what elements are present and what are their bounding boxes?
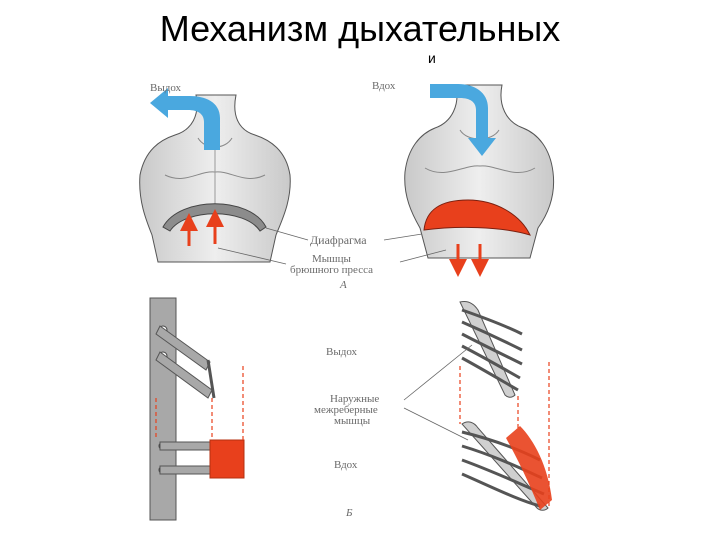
model-sternum-exhale	[206, 359, 216, 399]
model-rib-slanted-2	[155, 351, 213, 399]
panel-a: Выдох Вдох Диафрагма Мышцы брюшного прес…	[139, 80, 555, 291]
panel-b-letter: Б	[345, 507, 353, 519]
diaphragm-contracted	[423, 199, 531, 236]
label-exhale-top: Выдох	[150, 82, 182, 94]
label-muscles-line3: мышцы	[334, 415, 371, 427]
slide-title-cut-line: й	[428, 55, 436, 63]
label-abs-line2: брюшного пресса	[290, 264, 373, 276]
label-muscles-line2: межреберные	[314, 404, 378, 416]
ribcage-exhale	[459, 301, 523, 398]
exhale-airflow-arrow	[150, 88, 220, 150]
leader-abs-left	[217, 247, 287, 265]
inhale-airflow-arrow	[430, 84, 496, 156]
slide-title: Механизм дыхательных	[159, 8, 561, 49]
label-muscles-line1: Наружные	[330, 393, 379, 405]
model-rib-flat-1	[159, 441, 217, 451]
leader-diaphragm-left	[265, 227, 309, 241]
leader-abs-right	[399, 249, 447, 263]
ribcage-inhale	[461, 421, 552, 511]
ribcage-muscle	[506, 426, 552, 510]
panel-a-letter: А	[339, 279, 347, 291]
leader-muscles-upper	[403, 344, 473, 401]
label-inhale-top: Вдох	[372, 80, 396, 92]
label-abs-line1: Мышцы	[312, 253, 352, 265]
leader-muscles-lower	[403, 407, 469, 441]
leader-diaphragm-right	[383, 233, 423, 241]
label-inhale-b: Вдох	[334, 459, 358, 471]
model-rib-slanted-1	[155, 325, 211, 371]
label-exhale-b: Выдох	[326, 346, 358, 358]
model-rib-flat-2	[159, 465, 217, 475]
label-diaphragm: Диафрагма	[310, 233, 367, 247]
panel-b: Выдох Наружные межреберные мышцы Вдох Б	[149, 297, 552, 521]
model-muscle-block	[209, 439, 245, 479]
